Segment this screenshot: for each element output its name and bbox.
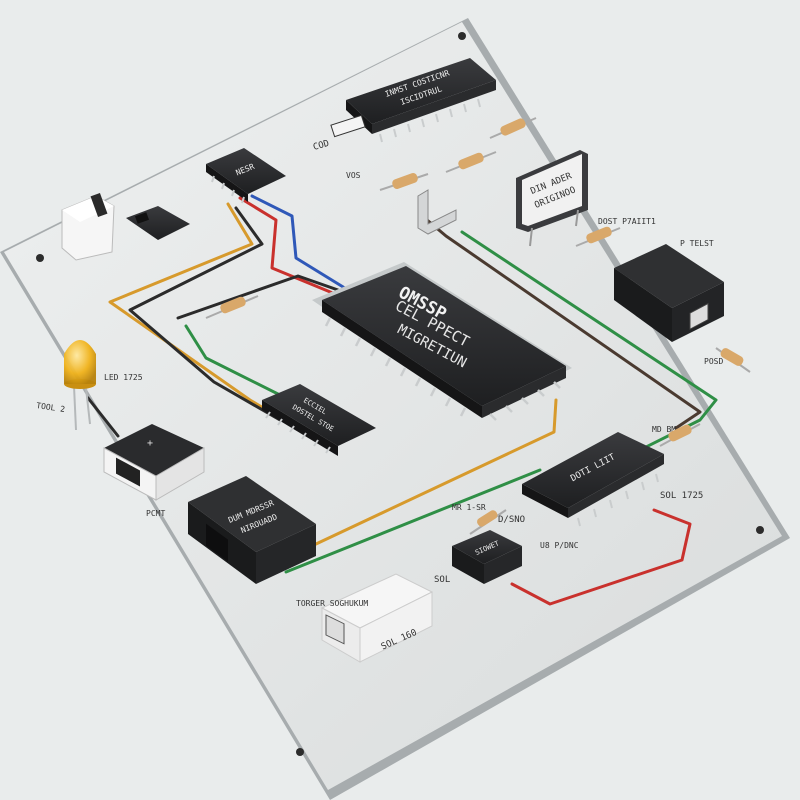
resistor-top-1 — [489, 117, 537, 139]
connector-polarity-mark: + — [147, 438, 153, 449]
white-module[interactable]: TORGER SOGHUKUM SOL 160 — [296, 573, 434, 663]
sol1725-label: SOL 1725 — [660, 491, 703, 501]
wire-black-mid — [176, 274, 340, 320]
main-chip-pins — [324, 317, 561, 421]
sol-label: SOL — [434, 575, 450, 585]
top-connector — [330, 114, 366, 138]
wire-black-led — [86, 396, 120, 438]
slide-switch[interactable] — [61, 192, 115, 261]
resistors — [205, 117, 751, 535]
resistor-mid-left — [205, 295, 259, 319]
wire-orange-bottom — [280, 398, 558, 562]
resistor-right-mid — [715, 347, 751, 373]
mount-hole-top — [458, 32, 466, 40]
wire-orange-left — [108, 202, 272, 414]
ocm-label: DOST P7AIIT1 — [598, 217, 656, 226]
posd-label: POSD — [704, 357, 723, 366]
top-left-chip-pins — [211, 175, 245, 204]
small-square-chip[interactable]: SIOWET — [452, 530, 522, 584]
top-chip-pins — [379, 98, 481, 143]
md-label: MD BM — [652, 425, 676, 434]
tool-label: TOOL 2 — [36, 401, 66, 414]
right-tag-label: P TELST — [680, 239, 714, 248]
wire-blue — [250, 194, 350, 292]
top-left-ic-chip[interactable]: NESR — [206, 148, 286, 204]
rj-connector-box[interactable] — [614, 244, 724, 342]
wire-green-left — [184, 324, 292, 402]
resistor-right — [575, 226, 621, 247]
resistor-top-2 — [445, 151, 497, 173]
mount-hole-left — [36, 254, 44, 262]
white-connector[interactable]: + — [103, 424, 205, 501]
relay-block[interactable]: DIN ADER ORIGINOO — [516, 150, 588, 247]
main-processor-chip[interactable]: OMSSP CEL PPECT MIGRETIUN — [312, 262, 572, 421]
wire-red-top — [238, 196, 342, 298]
cod-label: COD — [312, 139, 330, 153]
yellow-led[interactable]: LED 1725 — [64, 340, 143, 431]
wires — [86, 194, 718, 606]
circuit-board — [0, 18, 790, 800]
white-module-label-1: TORGER SOGHUKUM — [296, 599, 368, 608]
mount-hole-right — [756, 526, 764, 534]
mount-hole-bottom — [296, 748, 304, 756]
resistor-top-3 — [379, 172, 429, 191]
resistor-bottom-right — [659, 423, 701, 447]
small-header-chip[interactable] — [126, 206, 190, 240]
middle-ic-chip[interactable]: ECCIEL DOSTEL STOE — [262, 384, 376, 456]
dsno-label: D/SNO — [498, 515, 525, 525]
pcmt-label: PCMT — [146, 509, 165, 518]
right-ic-chip[interactable]: DOTI LIIT — [522, 432, 664, 527]
wire-green-bottom — [284, 468, 542, 574]
resistor-bottom-mid — [469, 509, 507, 535]
wire-red-bottom — [510, 508, 692, 606]
wire-black-left — [128, 206, 282, 422]
metal-bracket — [417, 189, 457, 235]
vos-label: VOS — [346, 171, 361, 180]
right-chip-pins — [577, 473, 659, 527]
bottom-mid-label: U8 P/DNC — [540, 541, 579, 550]
m1sr-label: MR 1-SR — [452, 503, 486, 512]
middle-chip-pins — [265, 411, 331, 454]
black-module[interactable]: DUM MDRSSR NIROUADD — [188, 476, 316, 584]
wire-green-right — [460, 230, 718, 472]
top-ic-chip[interactable]: INMST COSTICNR ISCIDTRUL — [330, 58, 496, 143]
led-label: LED 1725 — [104, 373, 143, 382]
